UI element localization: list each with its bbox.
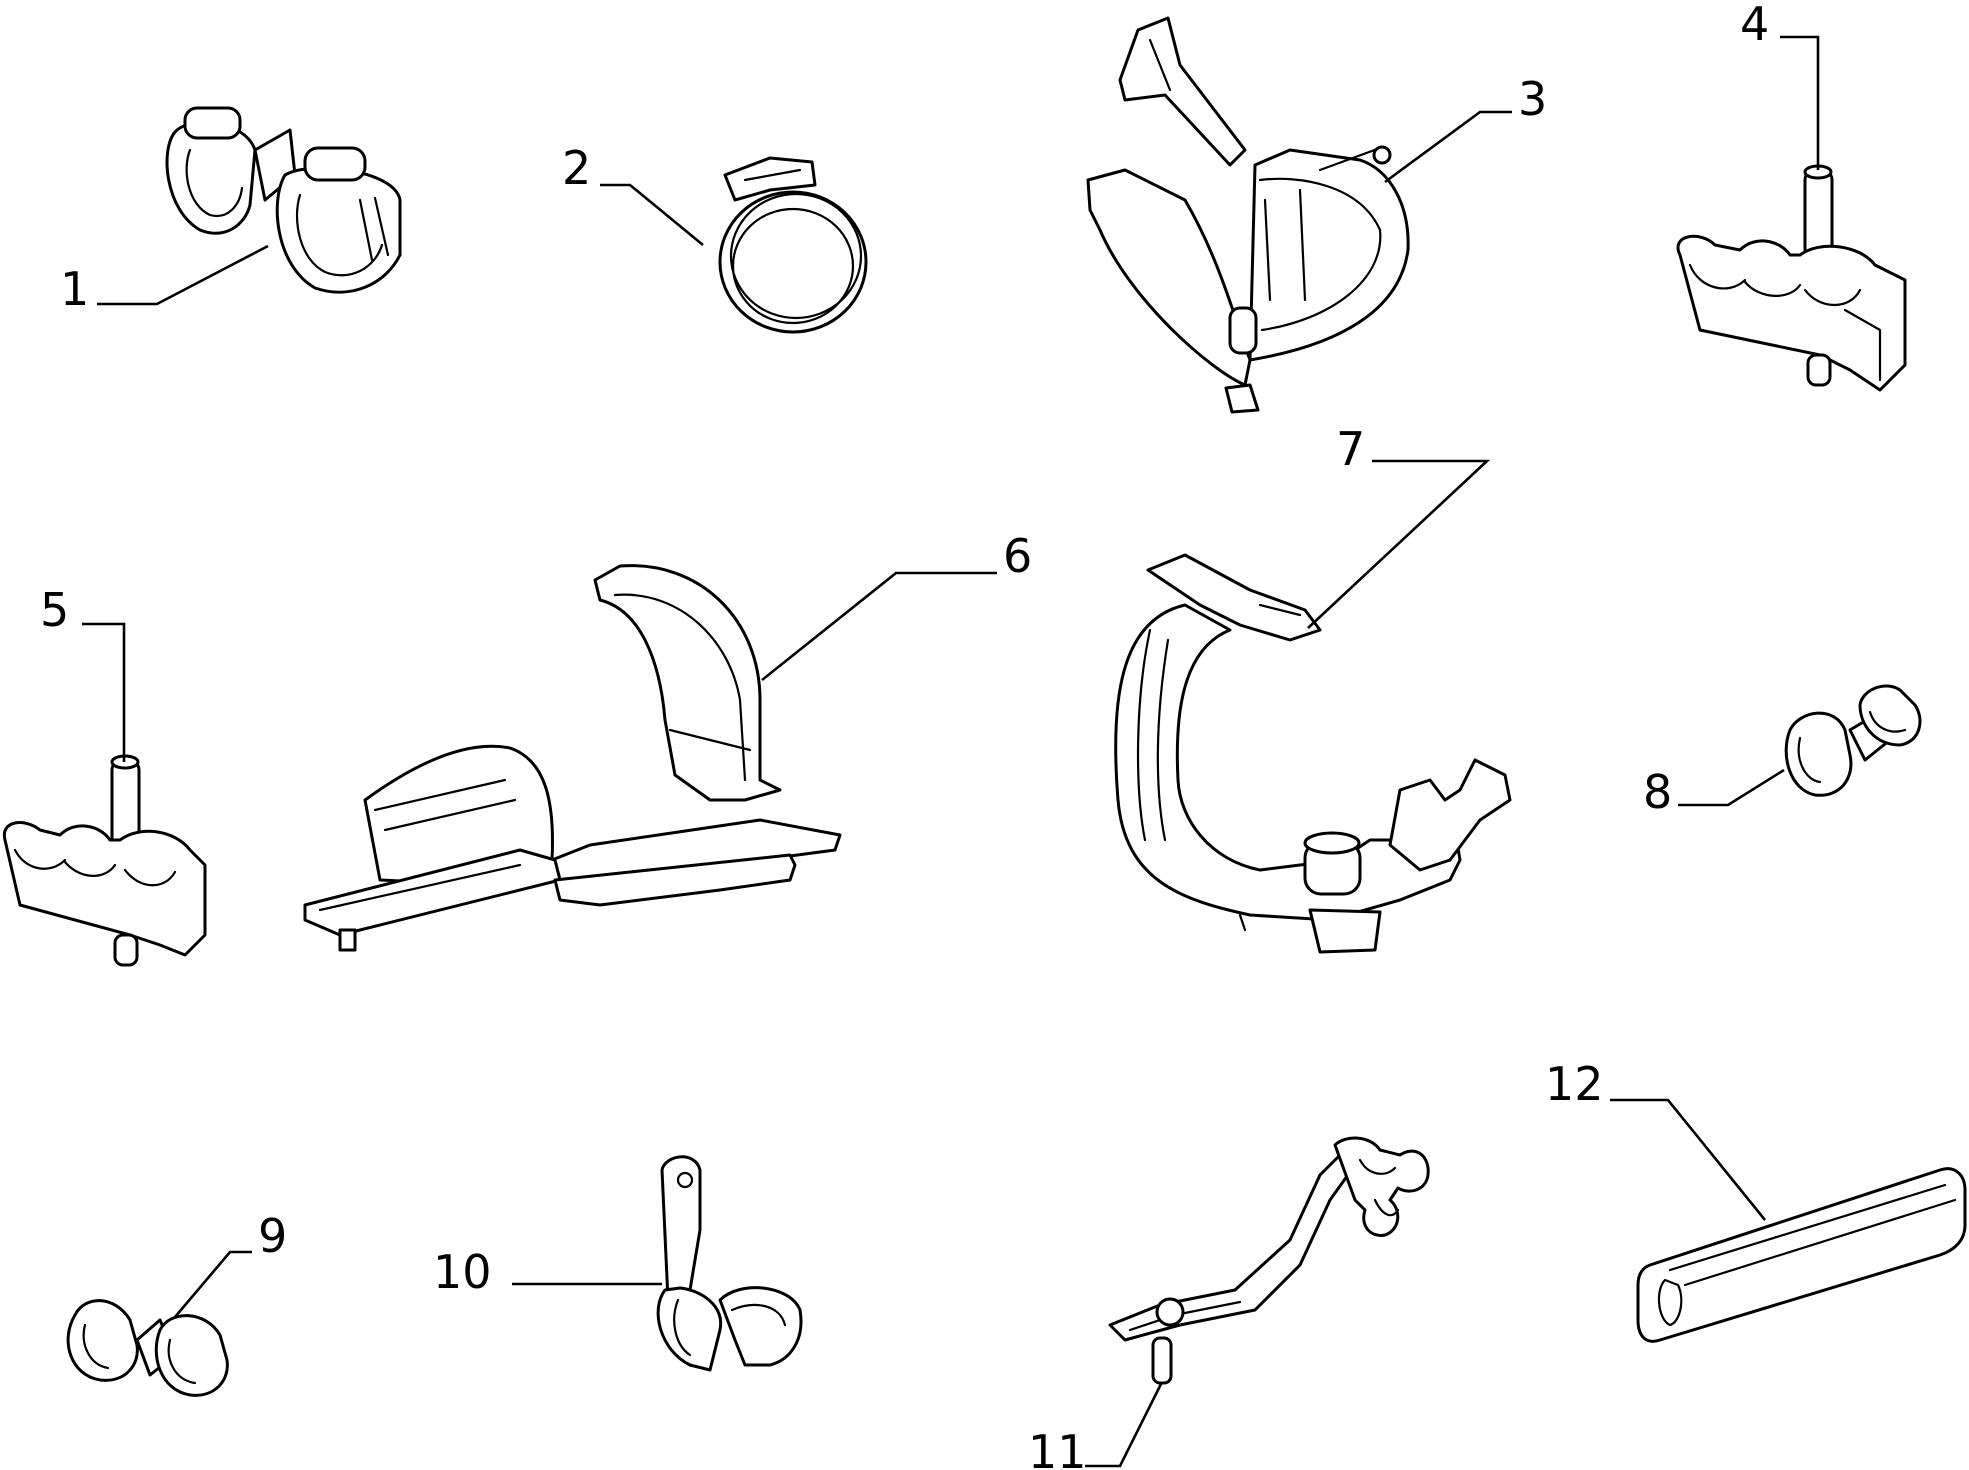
part-11-clip-bracket bbox=[1108, 1136, 1430, 1385]
part-7-u-bracket bbox=[1114, 553, 1512, 954]
leader-2 bbox=[600, 183, 704, 247]
callout-numbers: 1 2 3 4 5 6 7 8 9 10 11 12 bbox=[40, 0, 1769, 1470]
part-12-edge-trim bbox=[1636, 1167, 1967, 1343]
part-10-tab-clip bbox=[656, 1155, 803, 1372]
part-1-double-clip bbox=[165, 106, 402, 294]
leader-1 bbox=[97, 244, 269, 306]
leader-7 bbox=[1307, 459, 1491, 629]
leader-12 bbox=[1610, 1098, 1767, 1221]
callout-2: 2 bbox=[562, 141, 591, 195]
callout-4: 4 bbox=[1740, 0, 1769, 51]
part-8-small-double-clip bbox=[1784, 684, 1922, 797]
callout-10: 10 bbox=[433, 1245, 492, 1299]
part-9-double-clip bbox=[66, 1299, 229, 1397]
leader-4 bbox=[1780, 35, 1820, 170]
leader-lines bbox=[82, 35, 1820, 1468]
part-3-bracket-clip bbox=[1086, 16, 1410, 414]
leader-5 bbox=[82, 622, 126, 762]
callout-7: 7 bbox=[1336, 422, 1365, 476]
leader-3 bbox=[1384, 110, 1512, 184]
part-6-long-bracket bbox=[303, 564, 842, 952]
leader-9 bbox=[174, 1250, 252, 1318]
callout-9: 9 bbox=[258, 1209, 287, 1263]
callout-6: 6 bbox=[1003, 529, 1032, 583]
callout-5: 5 bbox=[40, 583, 69, 637]
callout-12: 12 bbox=[1545, 1057, 1604, 1111]
part-4-stud-clip bbox=[1676, 164, 1907, 392]
leader-6 bbox=[761, 571, 997, 682]
callout-3: 3 bbox=[1518, 72, 1547, 126]
leader-11 bbox=[1085, 1381, 1164, 1468]
leader-8 bbox=[1678, 768, 1785, 807]
callout-1: 1 bbox=[60, 262, 89, 316]
callout-8: 8 bbox=[1643, 765, 1672, 819]
part-2-hose-clamp bbox=[718, 156, 868, 334]
callout-11: 11 bbox=[1028, 1425, 1087, 1470]
part-5-stud-clip bbox=[2, 754, 207, 967]
